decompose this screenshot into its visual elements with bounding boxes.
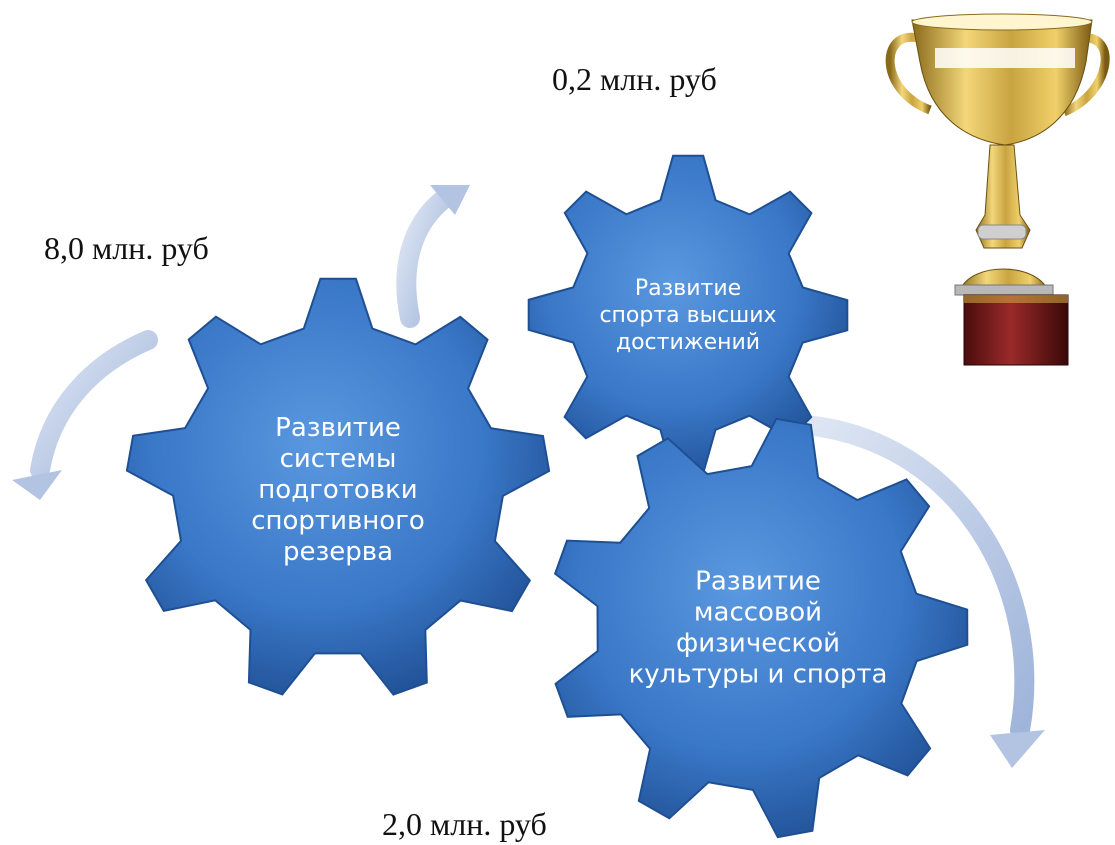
amount-left-label: 8,0 млн. руб: [44, 230, 209, 266]
gear-mass-label-line: массовой: [694, 597, 822, 627]
gear-mass-label-line: Развитие: [695, 566, 821, 596]
gear-mass: [553, 417, 969, 839]
trophy-icon: [885, 13, 1110, 366]
gear-mass-label-line: культуры и спорта: [629, 659, 888, 689]
gear-reserve-label-line: подготовки: [258, 475, 417, 505]
gear-reserve: [125, 277, 551, 696]
amount-top-label: 0,2 млн. руб: [552, 61, 717, 97]
arrow-up-curve: [396, 185, 470, 328]
gear-elite: [527, 154, 849, 476]
gear-elite-label-line: спорта высших: [599, 303, 776, 328]
gear-elite-label-line: достижений: [616, 330, 760, 355]
gear-reserve-label-line: спортивного: [251, 506, 425, 536]
amount-bottom-label: 2,0 млн. руб: [382, 806, 547, 842]
gear-reserve-label-line: резерва: [283, 537, 393, 567]
arrow-left-curve: [12, 330, 158, 500]
gear-mass-label-line: физической: [676, 628, 840, 658]
arrow-right-curve: [795, 415, 1045, 768]
gear-reserve-label-line: системы: [280, 444, 397, 474]
gear-reserve-label-line: Развитие: [275, 413, 401, 443]
gear-elite-label-line: Развитие: [635, 276, 741, 301]
